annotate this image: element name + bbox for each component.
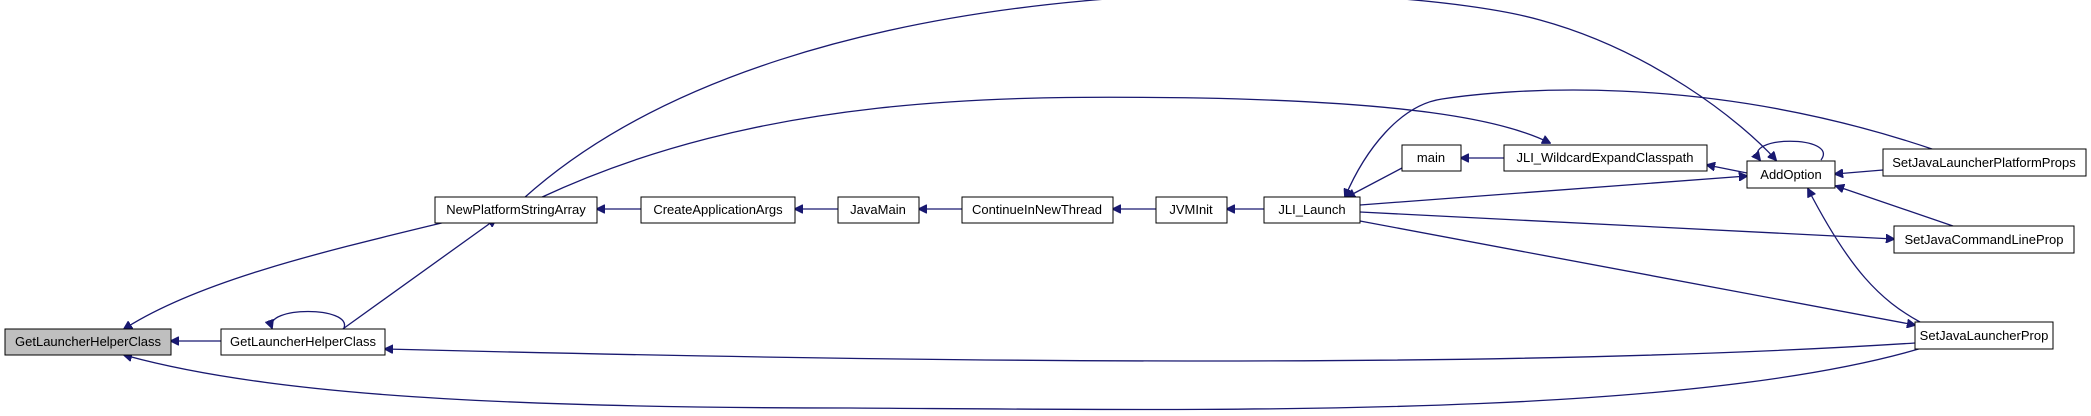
edge-jlilaunch-to-sjlp <box>1359 220 1915 325</box>
node-label: JLI_Launch <box>1278 202 1345 217</box>
node-new-platform-string-array[interactable]: NewPlatformStringArray <box>434 196 598 224</box>
edge-jlilaunch-to-addoption <box>1359 176 1747 206</box>
edge-glhc-to-npsa <box>339 219 496 332</box>
edge-jlilaunch-to-sjclp <box>1359 211 1894 239</box>
node-create-application-args[interactable]: CreateApplicationArgs <box>640 196 796 224</box>
edges <box>124 0 1954 411</box>
edge-glhc-self-loop <box>271 310 345 329</box>
node-label: JavaMain <box>850 202 906 217</box>
node-label: CreateApplicationArgs <box>653 202 783 217</box>
node-set-java-launcher-platform-props[interactable]: SetJavaLauncherPlatformProps <box>1882 148 2087 177</box>
node-add-option[interactable]: AddOption <box>1746 160 1836 189</box>
node-jli-launch[interactable]: JLI_Launch <box>1263 196 1361 224</box>
edge-addoption-to-jwec <box>1707 165 1748 174</box>
edge-sjlp-to-root <box>124 343 1936 411</box>
edge-addoption-self-loop <box>1757 140 1825 160</box>
edge-sjlpp-to-addoption <box>1835 170 1884 174</box>
edge-sjlp-to-addoption <box>1808 189 1921 323</box>
node-set-java-launcher-prop[interactable]: SetJavaLauncherProp <box>1914 321 2054 350</box>
node-java-main[interactable]: JavaMain <box>837 196 920 224</box>
node-jvm-init[interactable]: JVMInit <box>1155 196 1228 224</box>
node-label: SetJavaCommandLineProp <box>1905 232 2064 247</box>
edge-npsa-to-addoption <box>523 0 1776 199</box>
node-label: ContinueInNewThread <box>972 202 1102 217</box>
node-continue-in-new-thread[interactable]: ContinueInNewThread <box>961 196 1114 224</box>
node-label: SetJavaLauncherProp <box>1920 328 2049 343</box>
edge-npsa-to-jwec <box>539 96 1550 199</box>
node-label: main <box>1417 150 1445 165</box>
edge-main-to-jlilaunch <box>1347 167 1403 197</box>
node-label: GetLauncherHelperClass <box>15 334 161 349</box>
edge-npsa-to-root <box>124 220 451 329</box>
node-get-launcher-helper-class-root[interactable]: GetLauncherHelperClass <box>4 328 172 356</box>
node-label: NewPlatformStringArray <box>446 202 586 217</box>
node-main[interactable]: main <box>1401 144 1462 172</box>
edge-sjlpp-to-jlilaunch <box>1345 89 1936 197</box>
node-jli-wildcard-expand-classpath[interactable]: JLI_WildcardExpandClasspath <box>1503 144 1708 172</box>
node-label: JVMInit <box>1169 202 1213 217</box>
edge-sjlp-to-glhc <box>385 342 1916 362</box>
node-label: SetJavaLauncherPlatformProps <box>1892 155 2076 170</box>
node-label: JLI_WildcardExpandClasspath <box>1516 150 1693 165</box>
edge-sjclp-to-addoption <box>1836 186 1954 227</box>
node-set-java-command-line-prop[interactable]: SetJavaCommandLineProp <box>1893 225 2075 254</box>
node-get-launcher-helper-class[interactable]: GetLauncherHelperClass <box>220 328 386 356</box>
node-label: GetLauncherHelperClass <box>230 334 376 349</box>
node-label: AddOption <box>1760 167 1821 182</box>
nodes: GetLauncherHelperClass GetLauncherHelper… <box>4 144 2087 356</box>
